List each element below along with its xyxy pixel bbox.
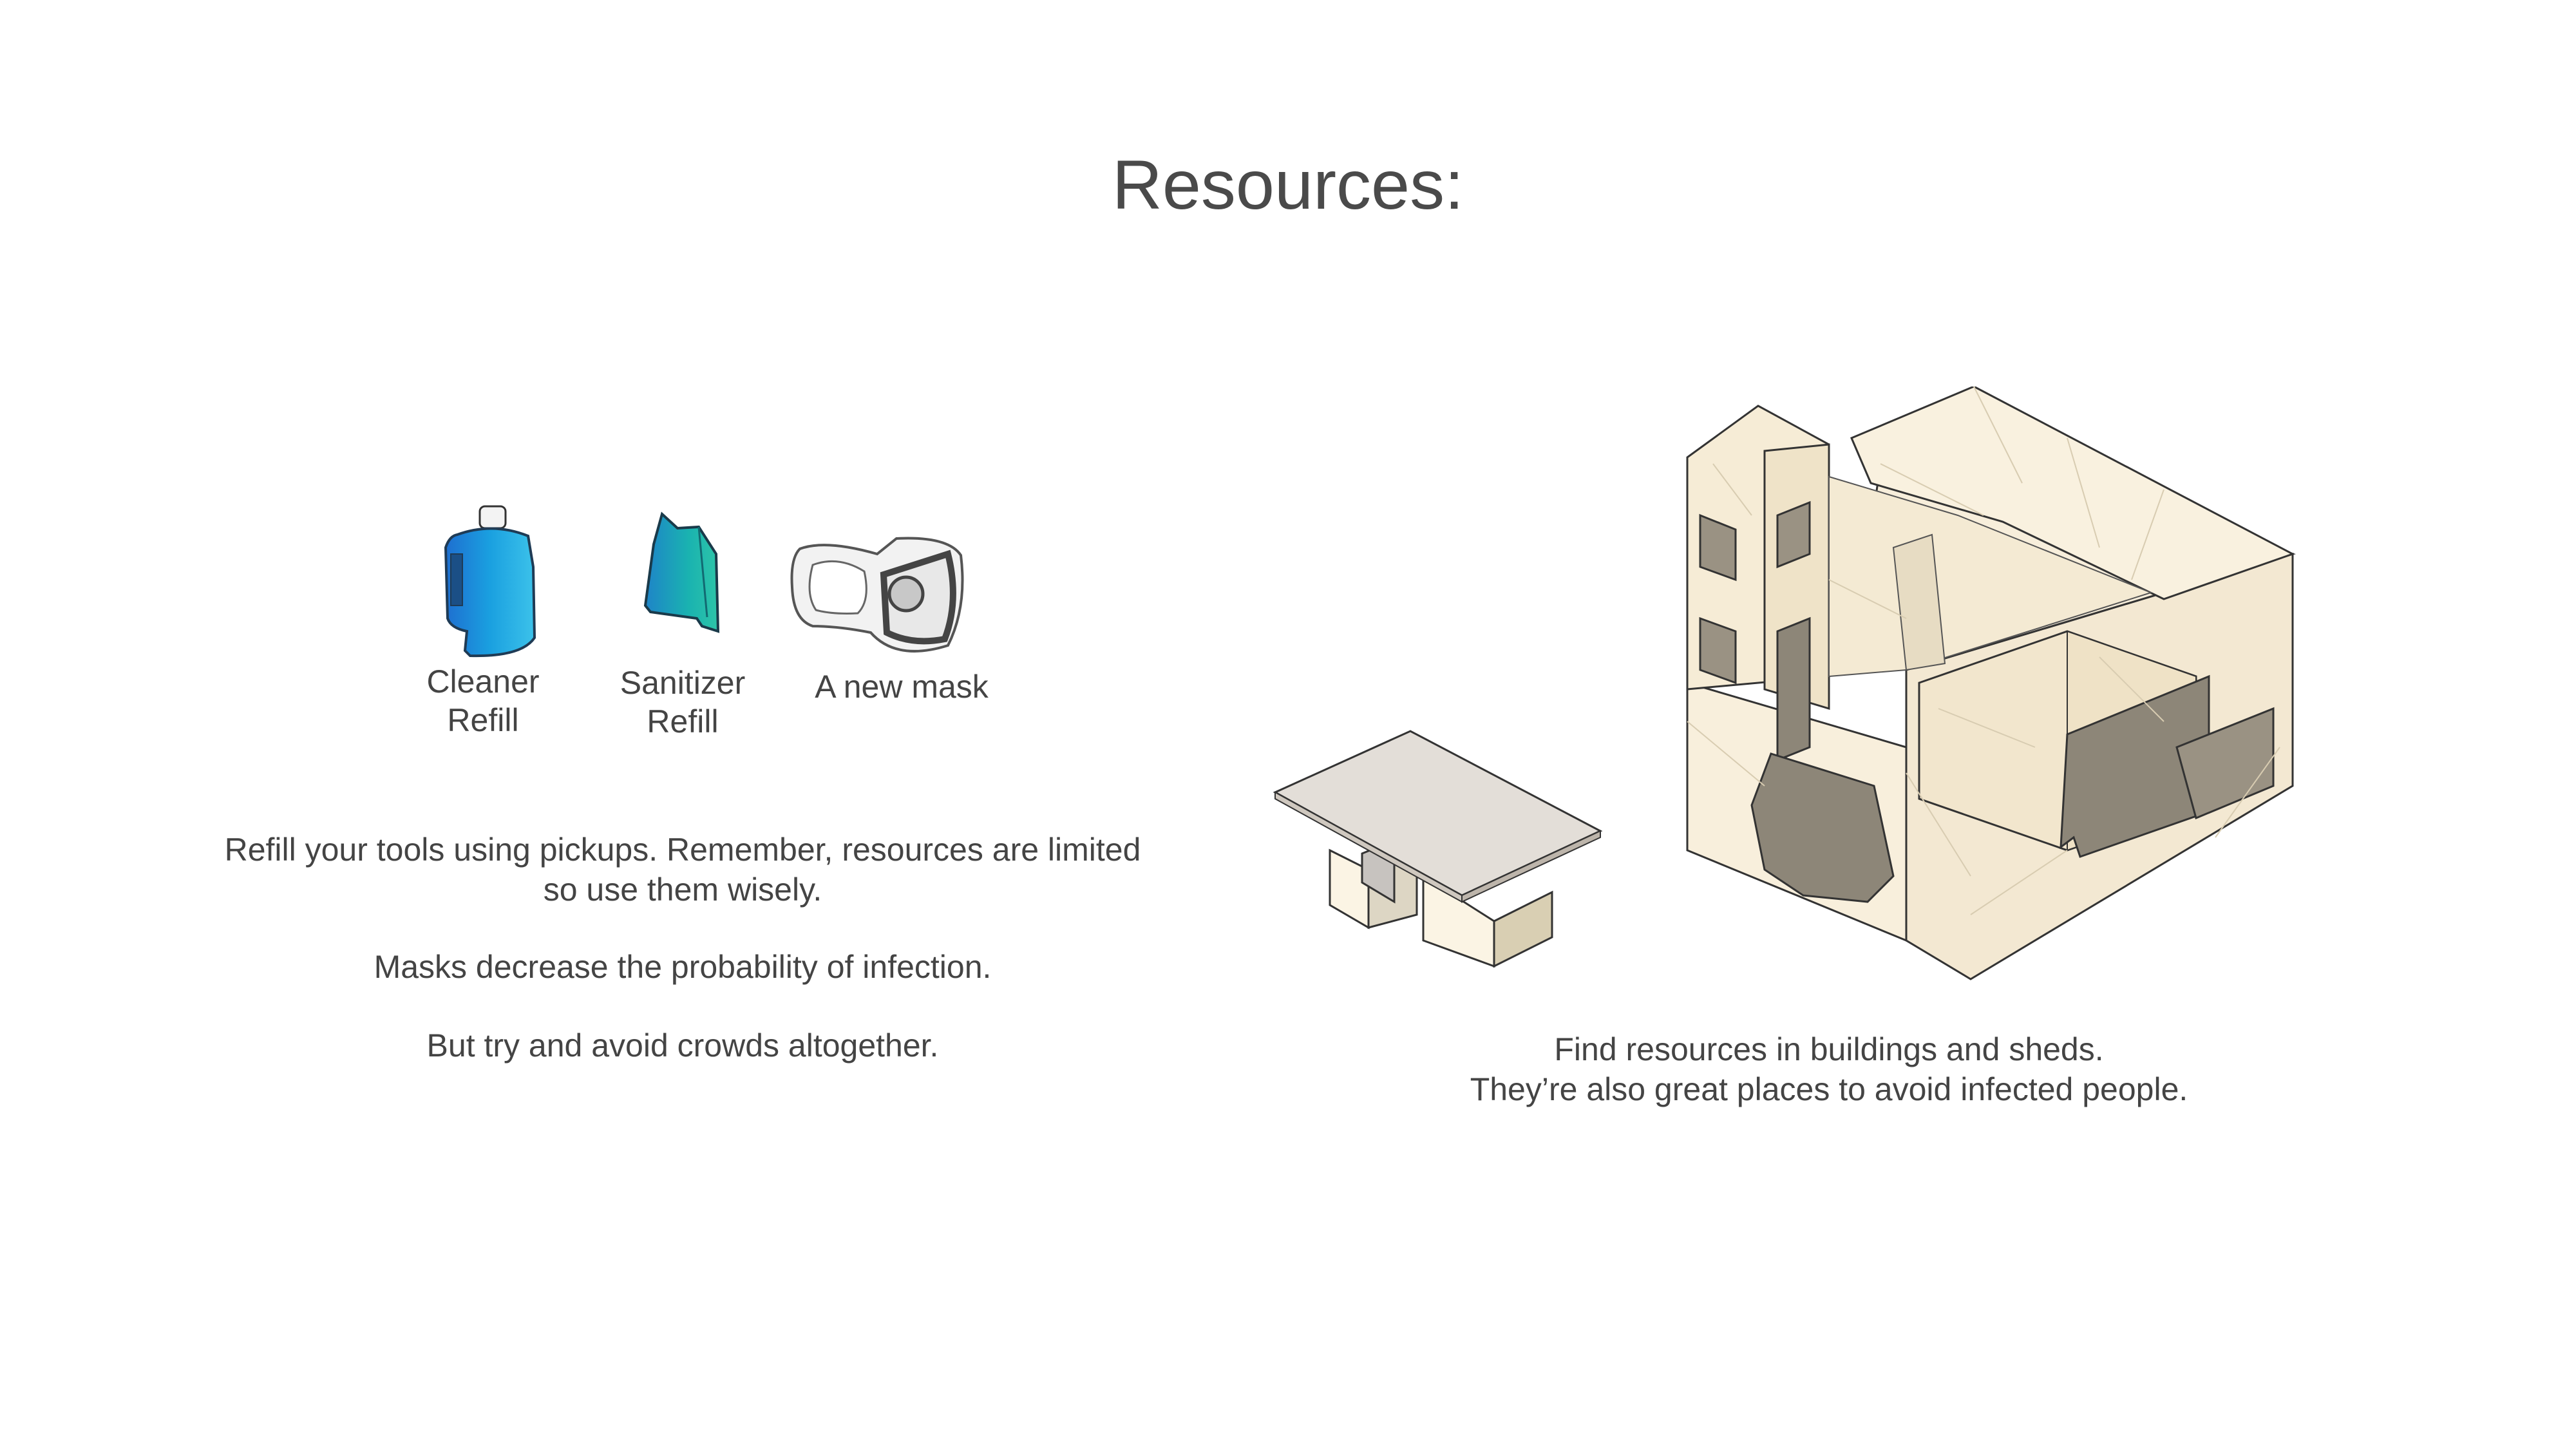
- building-illustration: [1686, 385, 2296, 980]
- shelter-caption: Find resources in buildings and sheds. T…: [1391, 1029, 2267, 1109]
- new-mask-label: A new mask: [815, 669, 989, 705]
- shelter-caption-line-2: They’re also great places to avoid infec…: [1470, 1071, 2188, 1107]
- cleaner-refill-label: Cleaner Refill: [426, 663, 540, 738]
- mask-icon: [787, 529, 967, 665]
- cleaner-bottle-icon: [431, 496, 547, 663]
- refill-instructions: Refill your tools using pickups. Remembe…: [167, 830, 1198, 910]
- crowds-note: But try and avoid crowds altogether.: [426, 1027, 939, 1064]
- refill-line-1: Refill your tools using pickups. Remembe…: [224, 832, 1141, 868]
- shelter-illustrations: [1262, 385, 2306, 1021]
- refill-line-2: so use them wisely.: [543, 872, 822, 908]
- page-title: Resources:: [1112, 146, 1464, 224]
- shed-illustration: [1273, 730, 1603, 968]
- sanitizer-pack-icon: [638, 509, 728, 638]
- shelter-caption-line-1: Find resources in buildings and sheds.: [1554, 1031, 2104, 1067]
- masks-note: Masks decrease the probability of infect…: [374, 949, 992, 985]
- sanitizer-refill-label: Sanitizer Refill: [620, 665, 746, 739]
